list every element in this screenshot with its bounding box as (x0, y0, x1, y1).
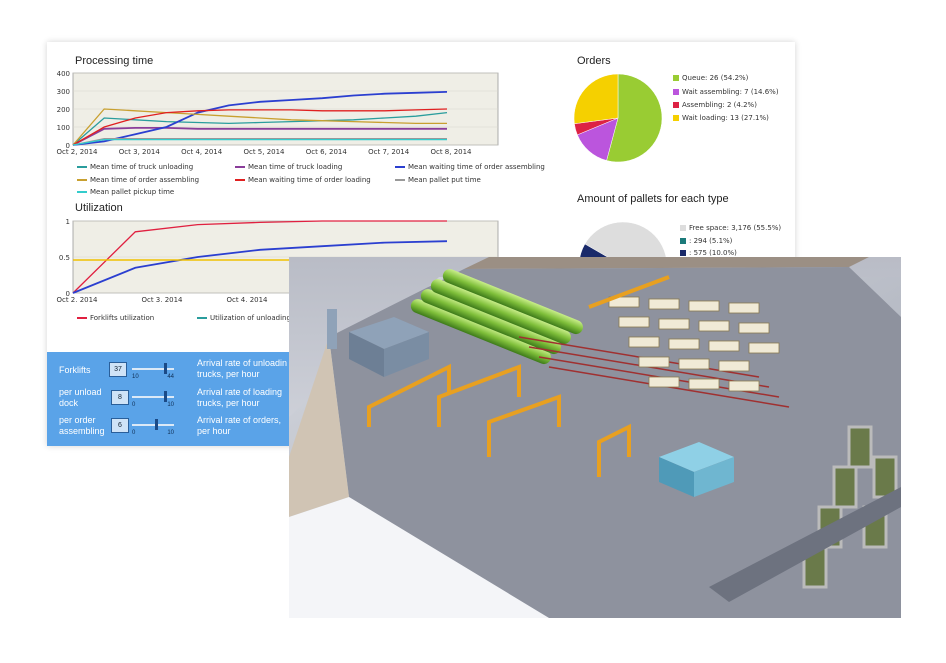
storage-tanks (410, 269, 583, 365)
legend-wait-loading-orders: Wait loading: 13 (27.1%) (673, 114, 769, 122)
x-tick-label: Oct 3, 2014 (119, 148, 161, 156)
y-tick-label: 1 (66, 218, 70, 226)
warehouse-3d-scene (289, 257, 901, 618)
x-tick-label: Oct 2, 2014 (56, 296, 98, 302)
legend-pallet-type-2: : 575 (10.0%) (680, 249, 737, 257)
legend-wait-assembling-orders: Wait assembling: 7 (14.6%) (673, 88, 779, 96)
series-line-4 (72, 108, 447, 146)
orders-pie-chart (573, 73, 663, 163)
forklifts-slider-thumb[interactable] (163, 363, 167, 374)
per-order-assembling-value: 6 (111, 418, 129, 433)
x-tick-label: Oct 2, 2014 (56, 148, 98, 156)
legend-wait-assembling: Mean waiting time of order assembling (395, 163, 545, 171)
x-tick-label: Oct 6, 2014 (306, 148, 348, 156)
x-tick-label: Oct 5, 2014 (243, 148, 285, 156)
series-line-5 (72, 108, 448, 146)
legend-truck-unloading: Mean time of truck unloading (77, 163, 193, 171)
series-line-1 (72, 220, 447, 294)
orders-rate-label: Arrival rate of orders,per hour (197, 415, 282, 436)
legend-unloading-docks-utilization: Utilization of unloading do (197, 314, 302, 322)
y-tick-label: 0.5 (59, 254, 70, 262)
warehouse-3d-view[interactable] (289, 257, 901, 618)
x-tick-label: Oct 8, 2014 (430, 148, 472, 156)
legend-order-assembling: Mean time of order assembling (77, 176, 199, 184)
legend-truck-loading: Mean time of truck loading (235, 163, 342, 171)
factory-building (327, 309, 429, 377)
legend-free-space: Free space: 3,176 (55.5%) (680, 224, 781, 232)
y-tick-label: 100 (57, 124, 70, 132)
utilization-chart-title: Utilization (75, 202, 123, 214)
x-tick-label: Oct 7, 2014 (368, 148, 410, 156)
series-line-6 (72, 138, 447, 146)
legend-queue: Queue: 26 (54.2%) (673, 74, 748, 82)
y-tick-label: 300 (57, 88, 70, 96)
forklifts-value: 37 (109, 362, 127, 377)
forklifts-label: Forklifts (59, 365, 91, 375)
legend-pallet-pickup: Mean pallet pickup time (77, 188, 174, 196)
x-tick-label: Oct 4, 2014 (181, 148, 223, 156)
series-line-2 (72, 127, 447, 146)
per-unload-dock-value: 8 (111, 390, 129, 405)
legend-wait-loading: Mean waiting time of order loading (235, 176, 371, 184)
y-tick-label: 0 (66, 142, 70, 150)
gantry-cranes (367, 275, 670, 477)
x-tick-label: Oct 3, 2014 (141, 296, 183, 302)
racks (608, 296, 780, 392)
series-line-2 (72, 240, 448, 294)
pie-slice-1 (606, 73, 663, 163)
series-line-1 (72, 111, 448, 146)
legend-forklifts-utilization: Forklifts utilization (77, 314, 154, 322)
legend-assembling: Assembling: 2 (4.2%) (673, 101, 757, 109)
pie-slice-4 (573, 73, 619, 125)
y-tick-label: 0 (66, 290, 70, 298)
series-line-7 (72, 138, 447, 146)
y-tick-label: 400 (57, 70, 70, 78)
per-order-assembling-slider-thumb[interactable] (155, 419, 159, 430)
pie-slice-3 (579, 243, 614, 260)
legend-pallet-type-1: : 294 (5.1%) (680, 237, 732, 245)
pallets-chart-title: Amount of pallets for each type (577, 193, 729, 205)
pallets-pie-chart (579, 221, 667, 260)
per-unload-dock-slider-thumb[interactable] (163, 391, 167, 402)
y-tick-label: 200 (57, 106, 70, 114)
x-tick-label: Oct 4, 2014 (226, 296, 268, 302)
orders-chart-title: Orders (577, 55, 611, 67)
shipping-building (659, 442, 734, 497)
series-line-3 (72, 91, 448, 146)
processing-chart-title: Processing time (75, 55, 154, 67)
legend-pallet-put: Mean pallet put time (395, 176, 481, 184)
